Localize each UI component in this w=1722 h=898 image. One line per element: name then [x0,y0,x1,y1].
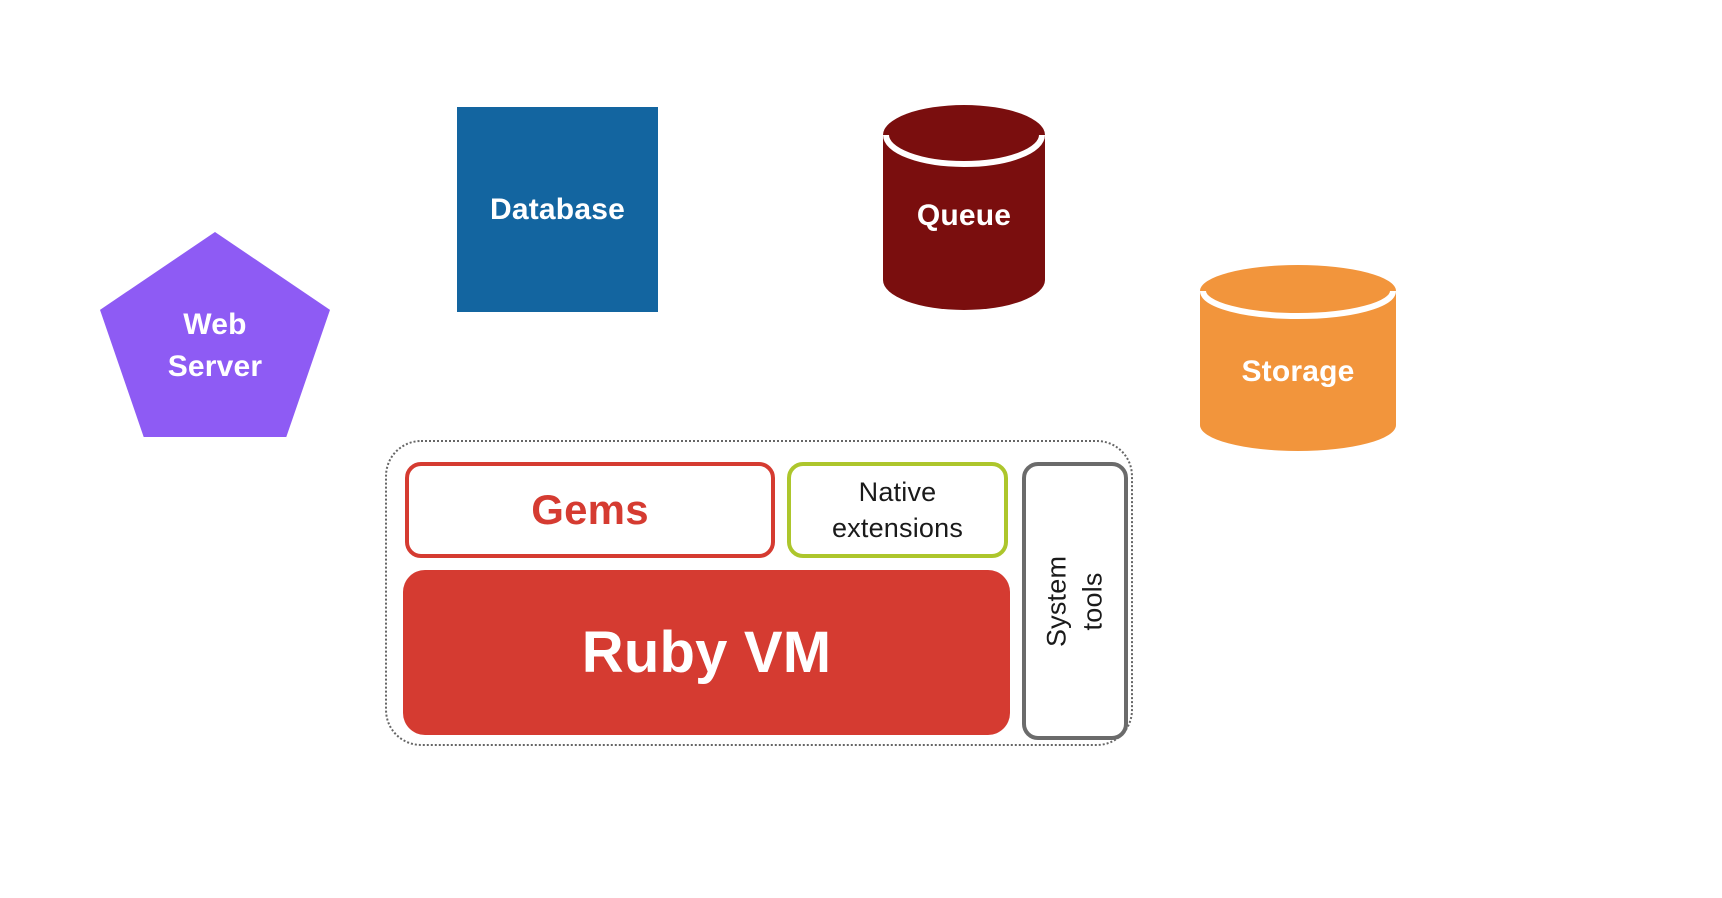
native-extensions-node: Native extensions [787,462,1008,558]
storage-node: Storage [1200,265,1396,451]
queue-cylinder-shape [883,105,1045,310]
web-server-node: Web Server [100,232,330,437]
gems-node: Gems [405,462,775,558]
queue-label: Queue [916,198,1012,232]
storage-label-overlay: Storage [1200,265,1396,451]
ruby-runtime-group [385,440,1133,746]
queue-label-overlay: Queue [883,105,1045,310]
system-tools-label: System tools [1041,555,1108,647]
system-tools-node: System tools [1022,462,1128,740]
database-label: Database [489,192,625,226]
database-node: Database [457,107,658,312]
ruby-vm-label: Ruby VM [581,620,832,685]
native-extensions-label: Native extensions [831,476,964,543]
storage-cylinder-shape [1200,265,1396,451]
storage-label: Storage [1241,355,1355,388]
ruby-vm-node: Ruby VM [403,570,1010,735]
queue-node: Queue [883,105,1045,310]
gems-label: Gems [531,486,649,533]
web-server-label: Web Server [167,307,263,383]
